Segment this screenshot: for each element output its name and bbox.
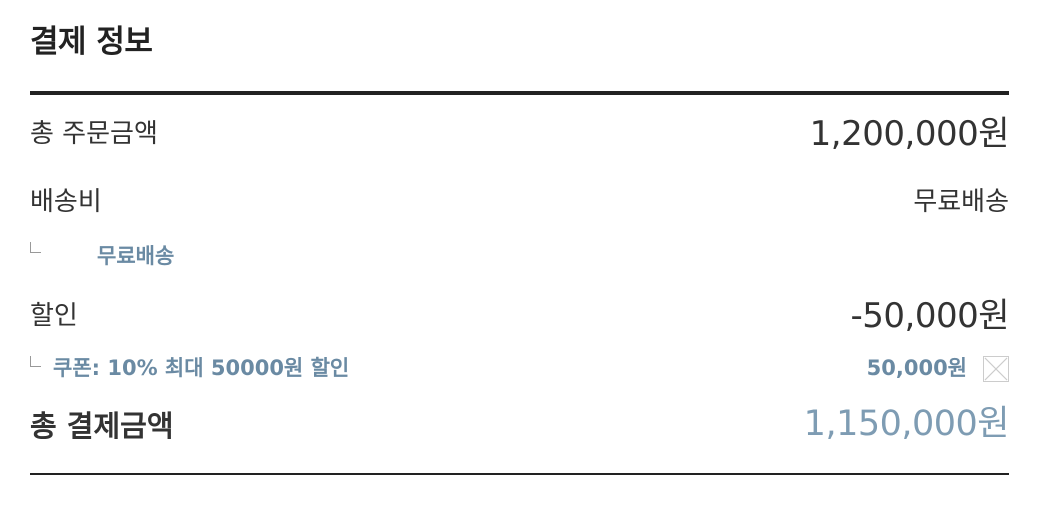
sub-item-marker [30,356,41,367]
top-divider [30,91,1009,95]
sub-item-marker [30,242,41,253]
coupon-label: 쿠폰: 10% 최대 50000원 할인 [53,356,350,380]
shipping-label: 배송비 [30,187,102,217]
shipping-value: 무료배송 [913,187,1009,217]
panel-title: 결제 정보 [30,24,153,60]
order-total-value: 1,200,000원 [809,114,1010,154]
discount-label: 할인 [30,301,78,331]
payment-total-value: 1,150,000원 [803,404,1010,444]
shipping-detail: 무료배송 [97,244,175,268]
payment-total-label: 총 결제금액 [30,409,174,443]
discount-value: -50,000원 [850,296,1009,336]
close-box-icon-graphic [984,357,1008,381]
close-box-icon[interactable] [983,356,1009,382]
coupon-amount: 50,000원 [866,356,967,380]
bottom-divider [30,473,1009,475]
order-total-label: 총 주문금액 [30,119,158,149]
